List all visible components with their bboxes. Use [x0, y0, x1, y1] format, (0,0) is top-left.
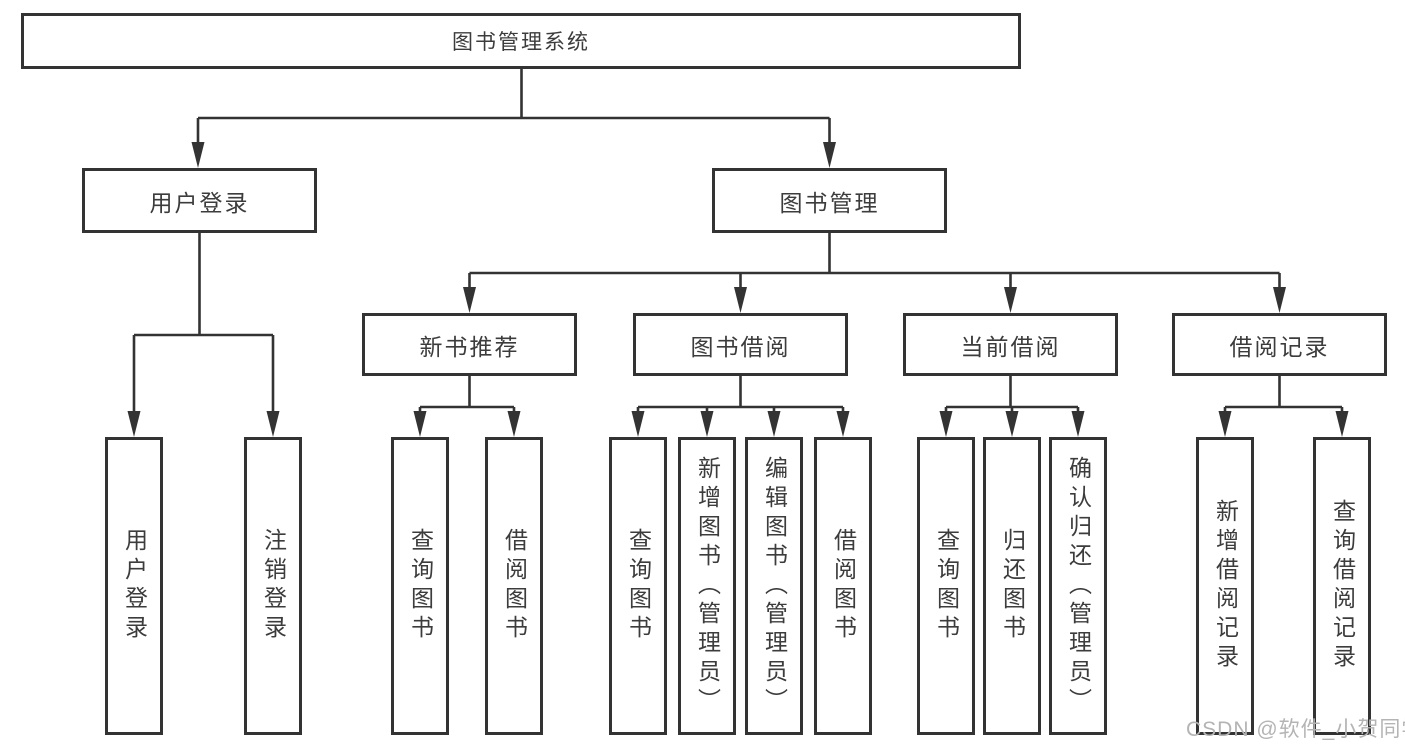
node-label: 编辑图书（管理员）: [761, 455, 788, 717]
node-label: 借阅图书: [501, 528, 528, 644]
leaf-user-login: 用户登录: [105, 437, 163, 735]
leaf-query-books-borrowing: 查询图书: [609, 437, 667, 735]
node-label: 图书借阅: [690, 333, 791, 360]
leaf-edit-books-admin: 编辑图书（管理员）: [745, 437, 803, 735]
node-label: 注销登录: [260, 528, 287, 644]
csdn-watermark: CSDN @软件_小贺同学: [1186, 718, 1405, 741]
node-current-borrowing: 当前借阅: [903, 313, 1118, 376]
node-label: 新增借阅记录: [1212, 499, 1239, 673]
node-label: 新书推荐: [419, 333, 520, 360]
leaf-borrow-books-recommend: 借阅图书: [485, 437, 543, 735]
node-label: 查询借阅记录: [1329, 499, 1356, 673]
node-user-login: 用户登录: [82, 168, 317, 233]
node-label: 借阅图书: [830, 528, 857, 644]
leaf-borrow-books-borrowing: 借阅图书: [814, 437, 872, 735]
node-book-management: 图书管理: [712, 168, 947, 233]
node-label: 图书管理: [779, 189, 880, 216]
node-label: 图书管理系统: [452, 31, 590, 54]
leaf-query-borrow-record: 查询借阅记录: [1313, 437, 1371, 735]
node-label: 用户登录: [121, 528, 148, 644]
leaf-add-books-admin: 新增图书（管理员）: [678, 437, 736, 735]
node-label: 归还图书: [999, 528, 1026, 644]
node-label: 查询图书: [625, 528, 652, 644]
node-label: 借阅记录: [1229, 333, 1330, 360]
leaf-logout: 注销登录: [244, 437, 302, 735]
leaf-add-borrow-record: 新增借阅记录: [1196, 437, 1254, 735]
node-new-book-recommendation: 新书推荐: [362, 313, 577, 376]
node-label: 新增图书（管理员）: [694, 455, 721, 717]
node-label: 当前借阅: [960, 333, 1061, 360]
node-label: 查询图书: [407, 528, 434, 644]
node-library-management-system: 图书管理系统: [21, 13, 1021, 69]
node-label: 查询图书: [933, 528, 960, 644]
node-label: 确认归还（管理员）: [1065, 455, 1092, 717]
node-label: 用户登录: [149, 189, 250, 216]
leaf-confirm-return-admin: 确认归还（管理员）: [1049, 437, 1107, 735]
leaf-query-books-current: 查询图书: [917, 437, 975, 735]
leaf-return-books: 归还图书: [983, 437, 1041, 735]
node-book-borrowing: 图书借阅: [633, 313, 848, 376]
leaf-query-books-recommend: 查询图书: [391, 437, 449, 735]
node-borrowing-records: 借阅记录: [1172, 313, 1387, 376]
